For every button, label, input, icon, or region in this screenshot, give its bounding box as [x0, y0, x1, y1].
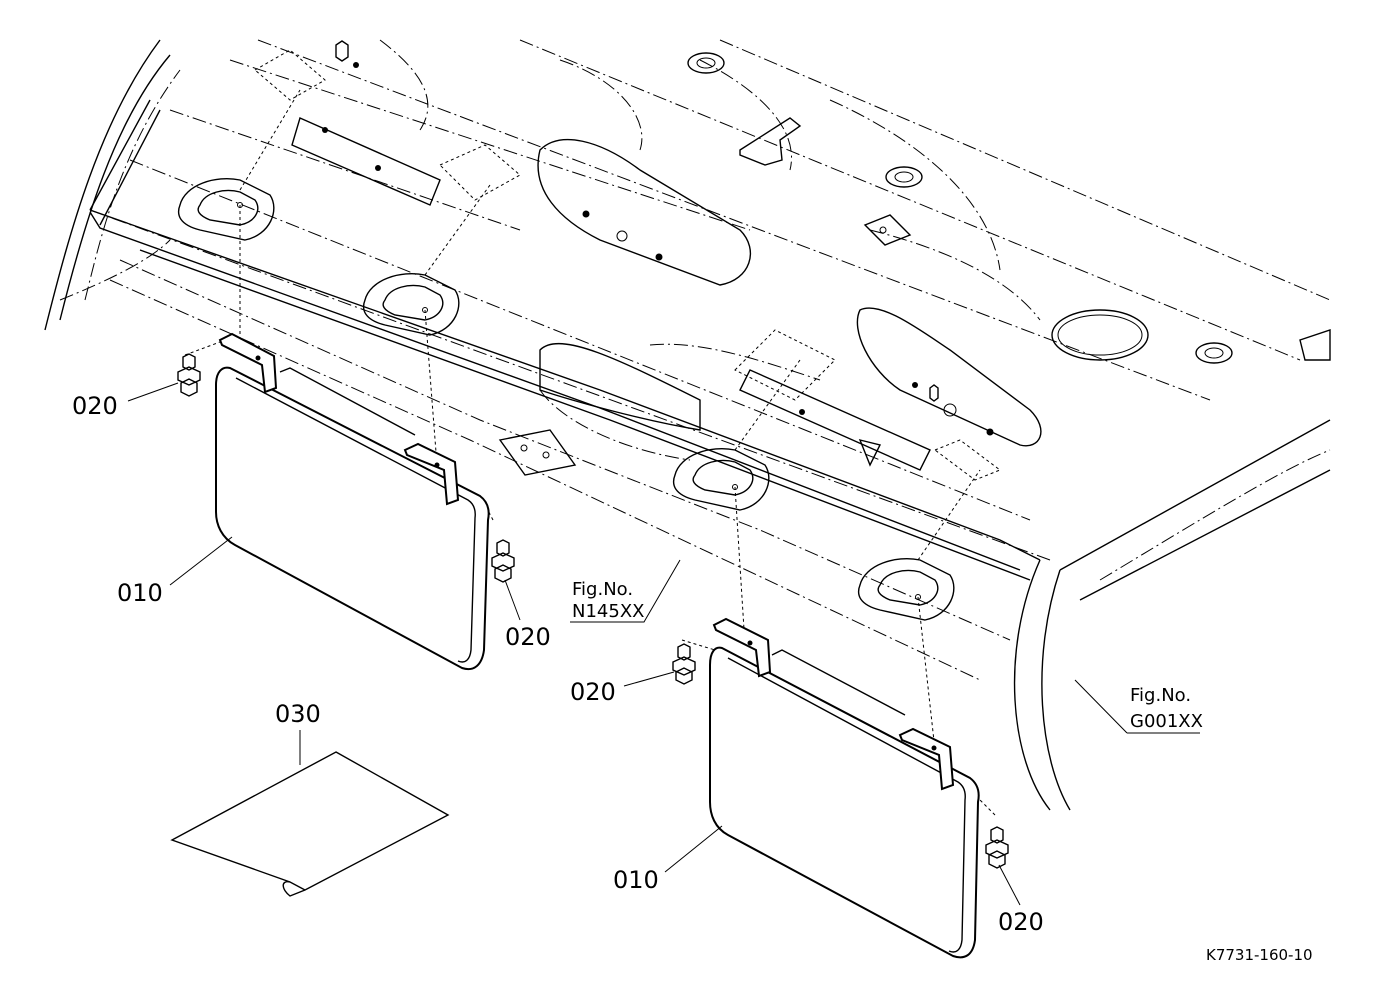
callout-panel-left: 010: [117, 579, 163, 607]
leader-lines: [127, 382, 1200, 906]
callout-bolt-right-top: 020: [570, 678, 616, 706]
sun-visor-panel-left: [215, 332, 490, 670]
bolt-left-top: [177, 353, 201, 397]
mount-pad-2: [362, 273, 460, 336]
bolt-right-top: [672, 643, 696, 685]
bolt-right-bottom: [985, 826, 1009, 869]
ref-right-line1: Fig.No.: [1130, 685, 1191, 706]
mount-pad-3: [672, 448, 770, 511]
mount-pad-1: [177, 178, 275, 241]
sun-visor-panel-right: [709, 617, 980, 959]
alignment-lines: [184, 89, 996, 816]
ref-center-line1: Fig.No.: [572, 579, 633, 600]
label-sheet: [170, 751, 450, 897]
callout-bolt-left-bottom: 020: [505, 623, 551, 651]
callout-bolt-left-top: 020: [72, 392, 118, 420]
ref-right-line2: G001XX: [1130, 711, 1203, 732]
callout-labels: 020 010 020 020 030 010 020 Fig.No. N145…: [72, 392, 1313, 964]
bolt-left-bottom: [491, 539, 515, 583]
callout-sheet: 030: [275, 700, 321, 728]
mount-pad-4: [857, 558, 955, 621]
ref-center-line2: N145XX: [572, 601, 644, 622]
roof-structure: [44, 39, 1331, 811]
callout-panel-right: 010: [613, 866, 659, 894]
callout-bolt-right-bottom: 020: [998, 908, 1044, 936]
drawing-id: K7731-160-10: [1206, 946, 1313, 964]
